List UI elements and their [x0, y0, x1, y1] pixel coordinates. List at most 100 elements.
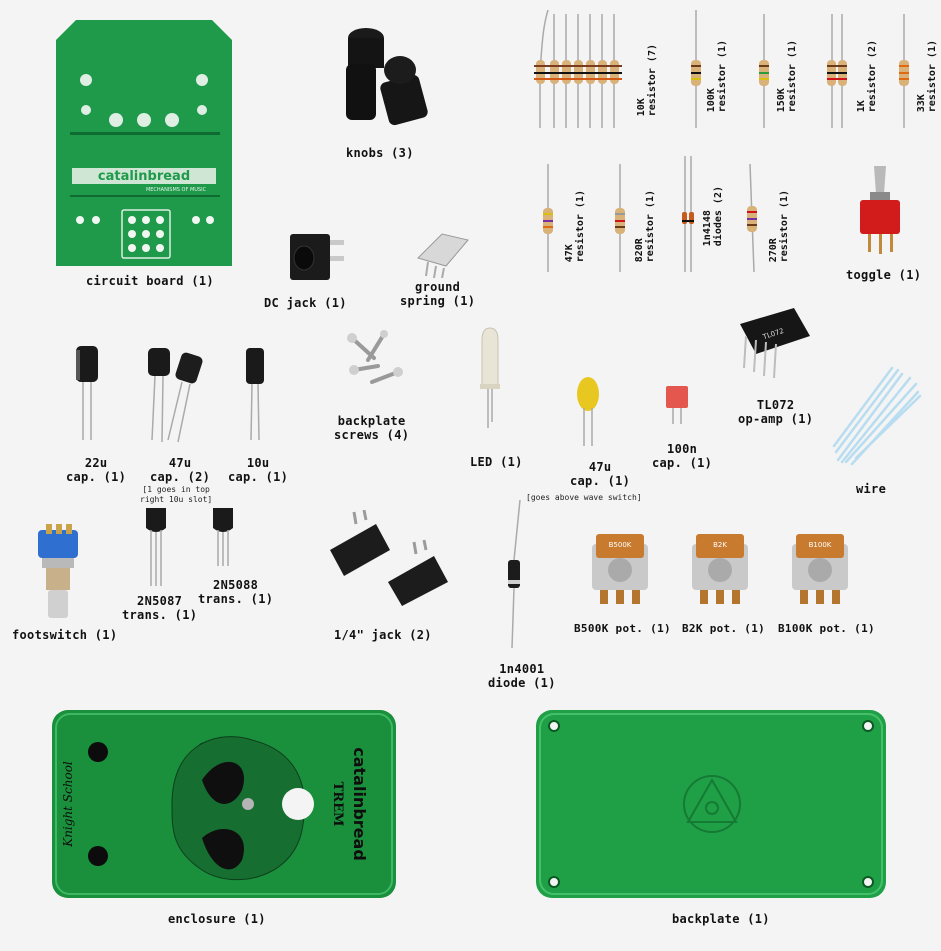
cap-47u-pair-line2: cap. (2) [150, 470, 211, 484]
resistor-47k-qty: resistor (1) [575, 190, 586, 263]
knobs-label: knobs (3) [346, 146, 414, 160]
resistor-33k-qty: resistor (1) [927, 40, 938, 113]
enclosure-script-text: Knight School [61, 761, 75, 848]
transistor-2n5088-line1: 2N5088 [213, 578, 259, 592]
backplate-image [536, 710, 886, 898]
circuit-board-image: catalinbread MECHANISMS OF MUSIC [56, 20, 232, 266]
resistor-150k-image [759, 14, 769, 128]
tl072-opamp-image: TL072 [740, 308, 810, 379]
resistor-820r-image [615, 164, 625, 272]
pcb-brand-text: catalinbread [98, 169, 190, 184]
resistor-150k-value: 150K [776, 88, 787, 113]
opamp-line1: TL072 [756, 398, 795, 412]
resistor-270r-qty: resistor (1) [779, 190, 790, 263]
diode-1n4001-line1: 1n4001 [499, 662, 545, 676]
ground-spring-line1: ground [415, 280, 461, 294]
backplate-screws-line2: screws (4) [334, 428, 410, 442]
cap-22u-line2: cap. (1) [66, 470, 127, 484]
resistor-10k-value: 10K [636, 98, 647, 117]
quarter-inch-jacks-image [330, 510, 448, 606]
backplate-screws-image [347, 330, 403, 384]
resistor-270r-value: 270R [768, 238, 779, 263]
dc-jack-label: DC jack (1) [264, 296, 347, 310]
resistor-1k-image [827, 14, 847, 128]
knobs-image [346, 28, 428, 126]
transistor-2n5088-line2: trans. (1) [198, 592, 274, 606]
resistor-820r-value: 820R [634, 238, 645, 263]
resistor-820r-qty: resistor (1) [645, 190, 656, 263]
resistor-270r-image [747, 164, 757, 273]
circuit-board-label: circuit board (1) [86, 274, 214, 288]
resistor-33k-value: 33K [916, 94, 927, 113]
transistor-2n5087-line1: 2N5087 [137, 594, 183, 608]
pot-b100k-knob-text: B100K [809, 541, 832, 549]
resistor-1k-qty: resistor (2) [867, 40, 878, 113]
backplate-screws-line1: backplate [337, 414, 406, 428]
pot-b2k-label: B2K pot. (1) [682, 622, 766, 635]
resistor-100k-value: 100K [706, 88, 717, 113]
pot-b100k-label: B100K pot. (1) [778, 622, 875, 635]
footswitch-image [38, 524, 78, 618]
cap-47u-yellow-line2: cap. (1) [570, 474, 631, 488]
cap-47u-pair-image [148, 348, 203, 443]
enclosure-model-text: TREM [330, 782, 345, 827]
cap-47u-yellow-image [577, 377, 599, 446]
ground-spring-image [417, 233, 469, 278]
resistor-1k-value: 1K [856, 100, 867, 113]
resistor-33k-image [899, 14, 909, 128]
cap-100n-image [666, 386, 688, 424]
diodes-1n4148-value: 1n4148 [702, 210, 713, 247]
cap-22u-image [76, 346, 98, 440]
pcb-tagline-text: MECHANISMS OF MUSIC [146, 187, 207, 193]
backplate-label: backplate (1) [672, 912, 770, 926]
footswitch-label: footswitch (1) [12, 628, 118, 642]
led-label: LED (1) [470, 455, 523, 469]
diode-1n4001-line2: diode (1) [488, 676, 556, 690]
led-image [480, 327, 500, 428]
cap-47u-yellow-line1: 47u [588, 460, 612, 474]
cap-100n-line2: cap. (1) [652, 456, 713, 470]
cap-10u-image [246, 348, 264, 441]
enclosure-brand-text: catalinbread [350, 747, 369, 861]
toggle-switch-image [860, 166, 900, 254]
resistor-10k-image [534, 10, 622, 128]
cap-47u-pair-line1: 47u [168, 456, 192, 470]
enclosure-label: enclosure (1) [168, 912, 266, 926]
pot-b2k-image: B2K [692, 534, 748, 604]
toggle-label: toggle (1) [846, 268, 922, 282]
diodes-1n4148-image [682, 156, 694, 272]
opamp-line2: op-amp (1) [738, 412, 814, 426]
quarter-inch-jack-label: 1/4" jack (2) [334, 628, 432, 642]
pot-b500k-knob-text: B500K [609, 541, 632, 549]
cap-47u-yellow-note: [goes above wave switch] [526, 493, 642, 502]
resistor-150k-qty: resistor (1) [787, 40, 798, 113]
ground-spring-line2: spring (1) [400, 294, 476, 308]
transistor-2n5087-image [146, 508, 166, 586]
dc-jack-image [290, 234, 344, 280]
transistor-2n5087-line2: trans. (1) [122, 608, 198, 622]
pot-b500k-image: B500K [592, 534, 648, 604]
resistor-47k-value: 47K [564, 244, 575, 263]
resistor-100k-qty: resistor (1) [717, 40, 728, 113]
wire-label: wire [856, 482, 887, 496]
resistor-47k-image [543, 164, 553, 272]
cap-10u-line2: cap. (1) [228, 470, 289, 484]
